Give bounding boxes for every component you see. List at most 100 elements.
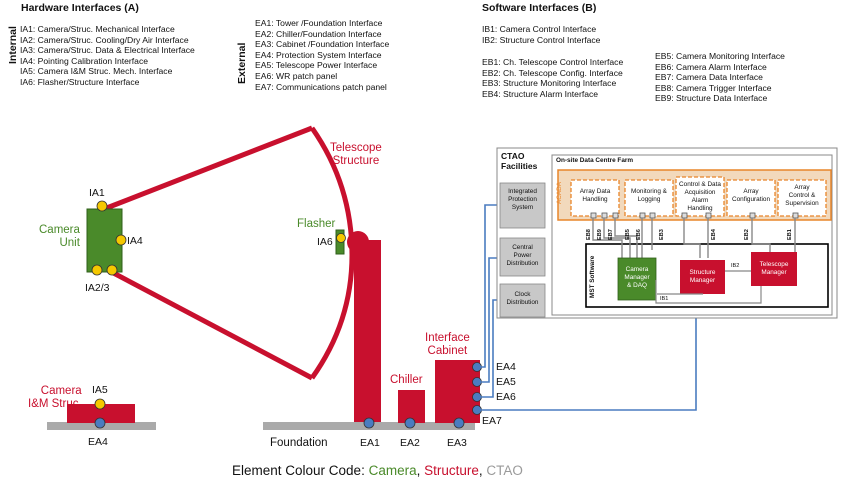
camera-im-label: Camera I&M Struc. bbox=[28, 385, 82, 411]
list-item: IB1: Camera Control Interface bbox=[482, 24, 597, 34]
interface-cabinet bbox=[435, 360, 480, 423]
ia1-point bbox=[96, 200, 108, 212]
label-line: Manager bbox=[624, 274, 650, 281]
legend-ctao: CTAO bbox=[486, 463, 523, 478]
ea1-point bbox=[363, 417, 375, 429]
list-item: EA2: Chiller/Foundation Interface bbox=[255, 28, 382, 39]
acada-box-1-label: Array Data Handling bbox=[571, 188, 619, 204]
ia6-label: IA6 bbox=[317, 236, 333, 248]
label-line: Facilities bbox=[501, 161, 538, 171]
ea6-point bbox=[472, 392, 482, 402]
ea3-label: EA3 bbox=[447, 437, 467, 449]
ib2-tag: IB2 bbox=[731, 263, 740, 269]
label-line: Camera bbox=[39, 224, 80, 236]
ia5-label: IA5 bbox=[92, 384, 108, 396]
label-line: Logging bbox=[637, 196, 661, 203]
list-item: EA4: Protection System Interface bbox=[255, 49, 382, 60]
label-line: Structure bbox=[689, 269, 716, 276]
label-line: Control & Data bbox=[679, 181, 721, 188]
chiller-label: Chiller bbox=[390, 374, 423, 386]
camera-manager-box bbox=[617, 257, 657, 301]
ea5-label: EA5 bbox=[496, 376, 516, 388]
label-line: Unit bbox=[59, 237, 80, 249]
eb-list-right: EB5: Camera Monitoring Interface EB6: Ca… bbox=[655, 51, 785, 104]
ia5-point bbox=[94, 398, 106, 410]
label-line: Handling bbox=[582, 196, 608, 203]
ea2-label: EA2 bbox=[400, 437, 420, 449]
structure-manager-box bbox=[680, 260, 725, 294]
label-line: Configuration bbox=[731, 196, 770, 203]
eb1-tag: EB1 bbox=[787, 229, 793, 240]
telescope-structure bbox=[102, 125, 381, 423]
list-item: EB6: Camera Alarm Interface bbox=[655, 61, 767, 72]
ia4-label: IA4 bbox=[127, 235, 143, 247]
label-line: Control & bbox=[788, 192, 816, 199]
label-line: Alarm bbox=[691, 197, 709, 204]
ea5-point bbox=[472, 377, 482, 387]
ea4-point bbox=[472, 362, 482, 372]
clock-distribution-label: Clock Distribution bbox=[500, 291, 545, 307]
external-interfaces-list: EA1: Tower /Foundation Interface EA2: Ch… bbox=[255, 18, 389, 92]
ib-list: IB1: Camera Control Interface IB2: Struc… bbox=[482, 24, 600, 45]
foundation-label: Foundation bbox=[270, 437, 328, 449]
label-line: Distribution bbox=[506, 299, 539, 306]
ia4-point bbox=[115, 234, 127, 246]
eb5-tag: EB5 bbox=[625, 229, 631, 240]
telescope-manager-label: Telescope Manager bbox=[751, 261, 797, 277]
mst-software-label: MST Software bbox=[589, 255, 596, 298]
label-line: Monitoring & bbox=[631, 188, 667, 195]
list-item: EA7: Communications patch panel bbox=[255, 81, 387, 92]
ea3-point bbox=[453, 417, 465, 429]
label-line: Structure bbox=[332, 155, 380, 167]
eb4-tag: EB4 bbox=[711, 229, 717, 240]
camera-unit-label: Camera Unit bbox=[39, 224, 80, 250]
ea4-label: EA4 bbox=[496, 361, 516, 373]
acada-box-3-label: Control & Data Acquisition Alarm Handlin… bbox=[676, 181, 724, 213]
ea1-label: EA1 bbox=[360, 437, 380, 449]
legend-separator: , bbox=[416, 463, 425, 478]
list-item: EB1: Ch. Telescope Control Interface bbox=[482, 57, 624, 67]
ea4-im-point bbox=[94, 417, 106, 429]
chiller bbox=[398, 390, 425, 423]
label-line: Power bbox=[513, 252, 532, 259]
list-item: IB2: Structure Control Interface bbox=[482, 34, 601, 45]
flasher-label: Flasher bbox=[297, 218, 336, 230]
list-item: IA4: Pointing Calibration Interface bbox=[20, 55, 149, 66]
telescope-manager-box bbox=[751, 252, 797, 286]
list-item: EB7: Camera Data Interface bbox=[655, 72, 763, 83]
list-item: IA2: Camera/Struc. Cooling/Dry Air Inter… bbox=[20, 34, 189, 45]
list-item: EB2: Ch. Telescope Config. Interface bbox=[482, 67, 623, 78]
list-item: EA5: Telescope Power Interface bbox=[255, 60, 378, 71]
telescope-structure-label: Telescope Structure bbox=[330, 142, 382, 168]
acada-box-5 bbox=[777, 179, 827, 217]
label-line: I&M Struc. bbox=[28, 398, 82, 410]
legend-prefix: Element Colour Code: bbox=[232, 463, 369, 478]
ea6-label: EA6 bbox=[496, 391, 516, 403]
data-centre-farm-label: On-site Data Centre Farm bbox=[556, 157, 634, 164]
list-item: IA1: Camera/Struc. Mechanical Interface bbox=[20, 24, 175, 34]
label-line: Array Data bbox=[579, 188, 611, 195]
ia3-point bbox=[106, 264, 118, 276]
acada-box-2-label: Monitoring & Logging bbox=[625, 188, 673, 204]
ea2-point bbox=[404, 417, 416, 429]
list-item: EB4: Structure Alarm Interface bbox=[482, 88, 599, 99]
ib1-tag: IB1 bbox=[660, 296, 669, 302]
label-line: & DAQ bbox=[627, 282, 647, 289]
label-line: Array bbox=[794, 184, 810, 191]
ea4-im-label: EA4 bbox=[88, 436, 108, 448]
label-line: Manager bbox=[761, 269, 787, 276]
label-line: Clock bbox=[514, 291, 531, 298]
legend-structure: Structure bbox=[424, 463, 479, 478]
label-line: System bbox=[511, 204, 534, 211]
camera-im-structure bbox=[67, 404, 135, 423]
eb9-tag: EB9 bbox=[597, 229, 603, 240]
acada-box-4 bbox=[726, 179, 776, 217]
eb7-tag: EB7 bbox=[608, 229, 614, 240]
ia1-label: IA1 bbox=[89, 187, 105, 199]
label-line: Acquisition bbox=[684, 189, 716, 196]
list-item: IA3: Camera/Struc. Data & Electrical Int… bbox=[20, 45, 195, 56]
acada-box-5-label: Array Control & Supervision bbox=[778, 184, 826, 208]
list-item: IA5: Camera I&M Struc. Mech. Interface bbox=[20, 66, 173, 77]
ia2-point bbox=[91, 264, 103, 276]
hardware-title: Hardware Interfaces (A) bbox=[21, 2, 139, 14]
